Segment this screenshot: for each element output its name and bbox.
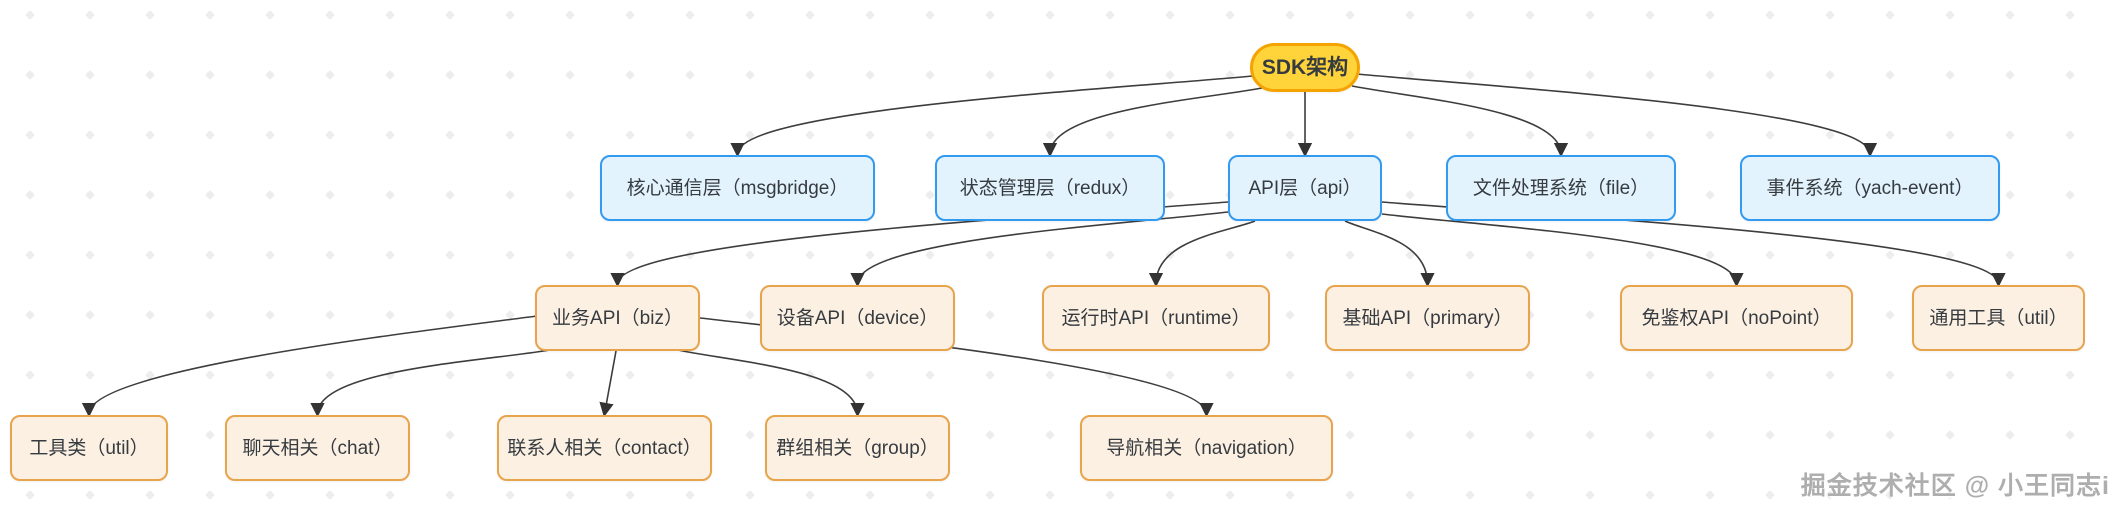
node-api[interactable]: API层（api） xyxy=(1228,155,1382,221)
edge-biz-group xyxy=(677,349,865,418)
node-label: 联系人相关（contact） xyxy=(507,437,702,459)
node-navigation[interactable]: 导航相关（navigation） xyxy=(1080,415,1333,481)
node-label: 事件系统（yach-event） xyxy=(1766,177,1974,199)
node-label: 导航相关（navigation） xyxy=(1106,437,1307,459)
edge-root-yach-event xyxy=(1356,73,1878,158)
watermark: 掘金技术社区 @ 小王同志i xyxy=(1800,472,2110,500)
node-runtime[interactable]: 运行时API（runtime） xyxy=(1042,285,1270,351)
node-label: 免鉴权API（noPoint） xyxy=(1641,307,1832,329)
node-device[interactable]: 设备API（device） xyxy=(760,285,955,351)
edge-root-redux xyxy=(1042,87,1263,158)
node-label: 运行时API（runtime） xyxy=(1061,307,1251,329)
edge-api-device xyxy=(850,211,1229,288)
node-file[interactable]: 文件处理系统（file） xyxy=(1446,155,1676,221)
node-label: 状态管理层（redux） xyxy=(959,177,1141,199)
node-label: 通用工具（util） xyxy=(1929,307,2068,329)
edge-api-noPoint xyxy=(1381,213,1744,288)
edge-biz-contact xyxy=(599,350,617,418)
node-util-class[interactable]: 工具类（util） xyxy=(10,415,168,481)
edge-biz-chat xyxy=(310,349,551,418)
edge-api-primary xyxy=(1344,220,1435,288)
node-noPoint[interactable]: 免鉴权API（noPoint） xyxy=(1620,285,1853,351)
node-biz[interactable]: 业务API（biz） xyxy=(535,285,700,351)
node-redux[interactable]: 状态管理层（redux） xyxy=(935,155,1165,221)
node-label: API层（api） xyxy=(1248,177,1362,199)
edge-api-runtime xyxy=(1148,220,1256,288)
node-label: 聊天相关（chat） xyxy=(242,437,393,459)
node-primary[interactable]: 基础API（primary） xyxy=(1325,285,1530,351)
node-label: 核心通信层（msgbridge） xyxy=(626,177,849,199)
node-msgbridge[interactable]: 核心通信层（msgbridge） xyxy=(600,155,875,221)
node-label: 群组相关（group） xyxy=(776,437,939,459)
node-label: 基础API（primary） xyxy=(1342,307,1513,329)
node-label: 文件处理系统（file） xyxy=(1472,177,1650,199)
node-root[interactable]: SDK架构 xyxy=(1250,43,1360,92)
node-chat[interactable]: 聊天相关（chat） xyxy=(225,415,410,481)
node-yach-event[interactable]: 事件系统（yach-event） xyxy=(1740,155,2000,221)
node-label: SDK架构 xyxy=(1261,56,1349,79)
node-contact[interactable]: 联系人相关（contact） xyxy=(497,415,712,481)
node-label: 工具类（util） xyxy=(29,437,149,459)
edge-root-file xyxy=(1351,85,1569,158)
node-util-tools[interactable]: 通用工具（util） xyxy=(1912,285,2085,351)
node-label: 业务API（biz） xyxy=(552,307,683,329)
edge-biz-util-class xyxy=(81,315,538,418)
node-group[interactable]: 群组相关（group） xyxy=(765,415,950,481)
node-label: 设备API（device） xyxy=(776,307,939,329)
edge-root-msgbridge xyxy=(730,75,1254,158)
